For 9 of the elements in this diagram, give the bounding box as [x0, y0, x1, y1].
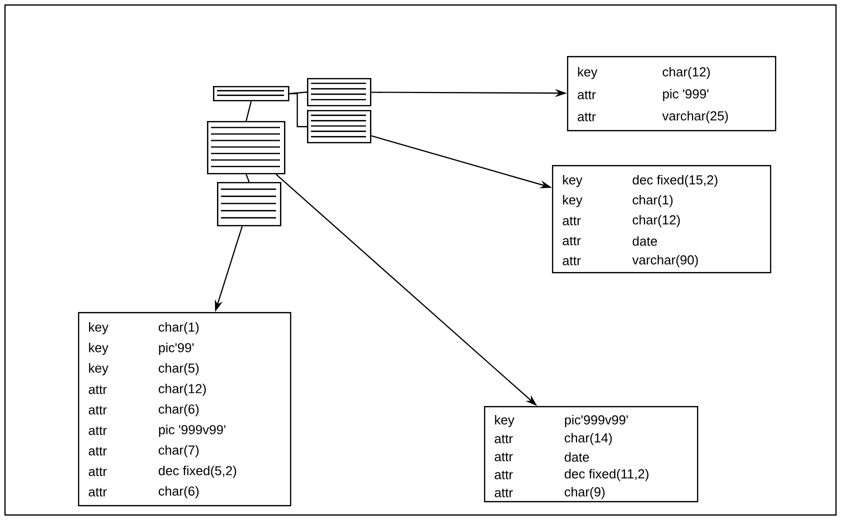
record-icon — [307, 78, 372, 106]
table-box: key dec fixed(15,2) key char(1) attr char(12) attr date attr varchar(90) — [552, 165, 772, 274]
record-icon — [213, 86, 290, 102]
record-icon — [217, 182, 282, 226]
table-box: key char(1) key pic'99' key char(5) attr char(12) attr char(6) attr pic '999v99' attr char(7) attr dec fixed(5,2) attr char(6) — [78, 312, 292, 506]
table-box: key char(12) attr pic '999' attr varchar(25) — [567, 56, 776, 132]
table-box: key pic'999v99' attr char(14) attr date attr dec fixed(11,2) attr char(9) — [484, 406, 698, 502]
record-icon — [307, 110, 372, 144]
record-icon — [207, 121, 286, 174]
